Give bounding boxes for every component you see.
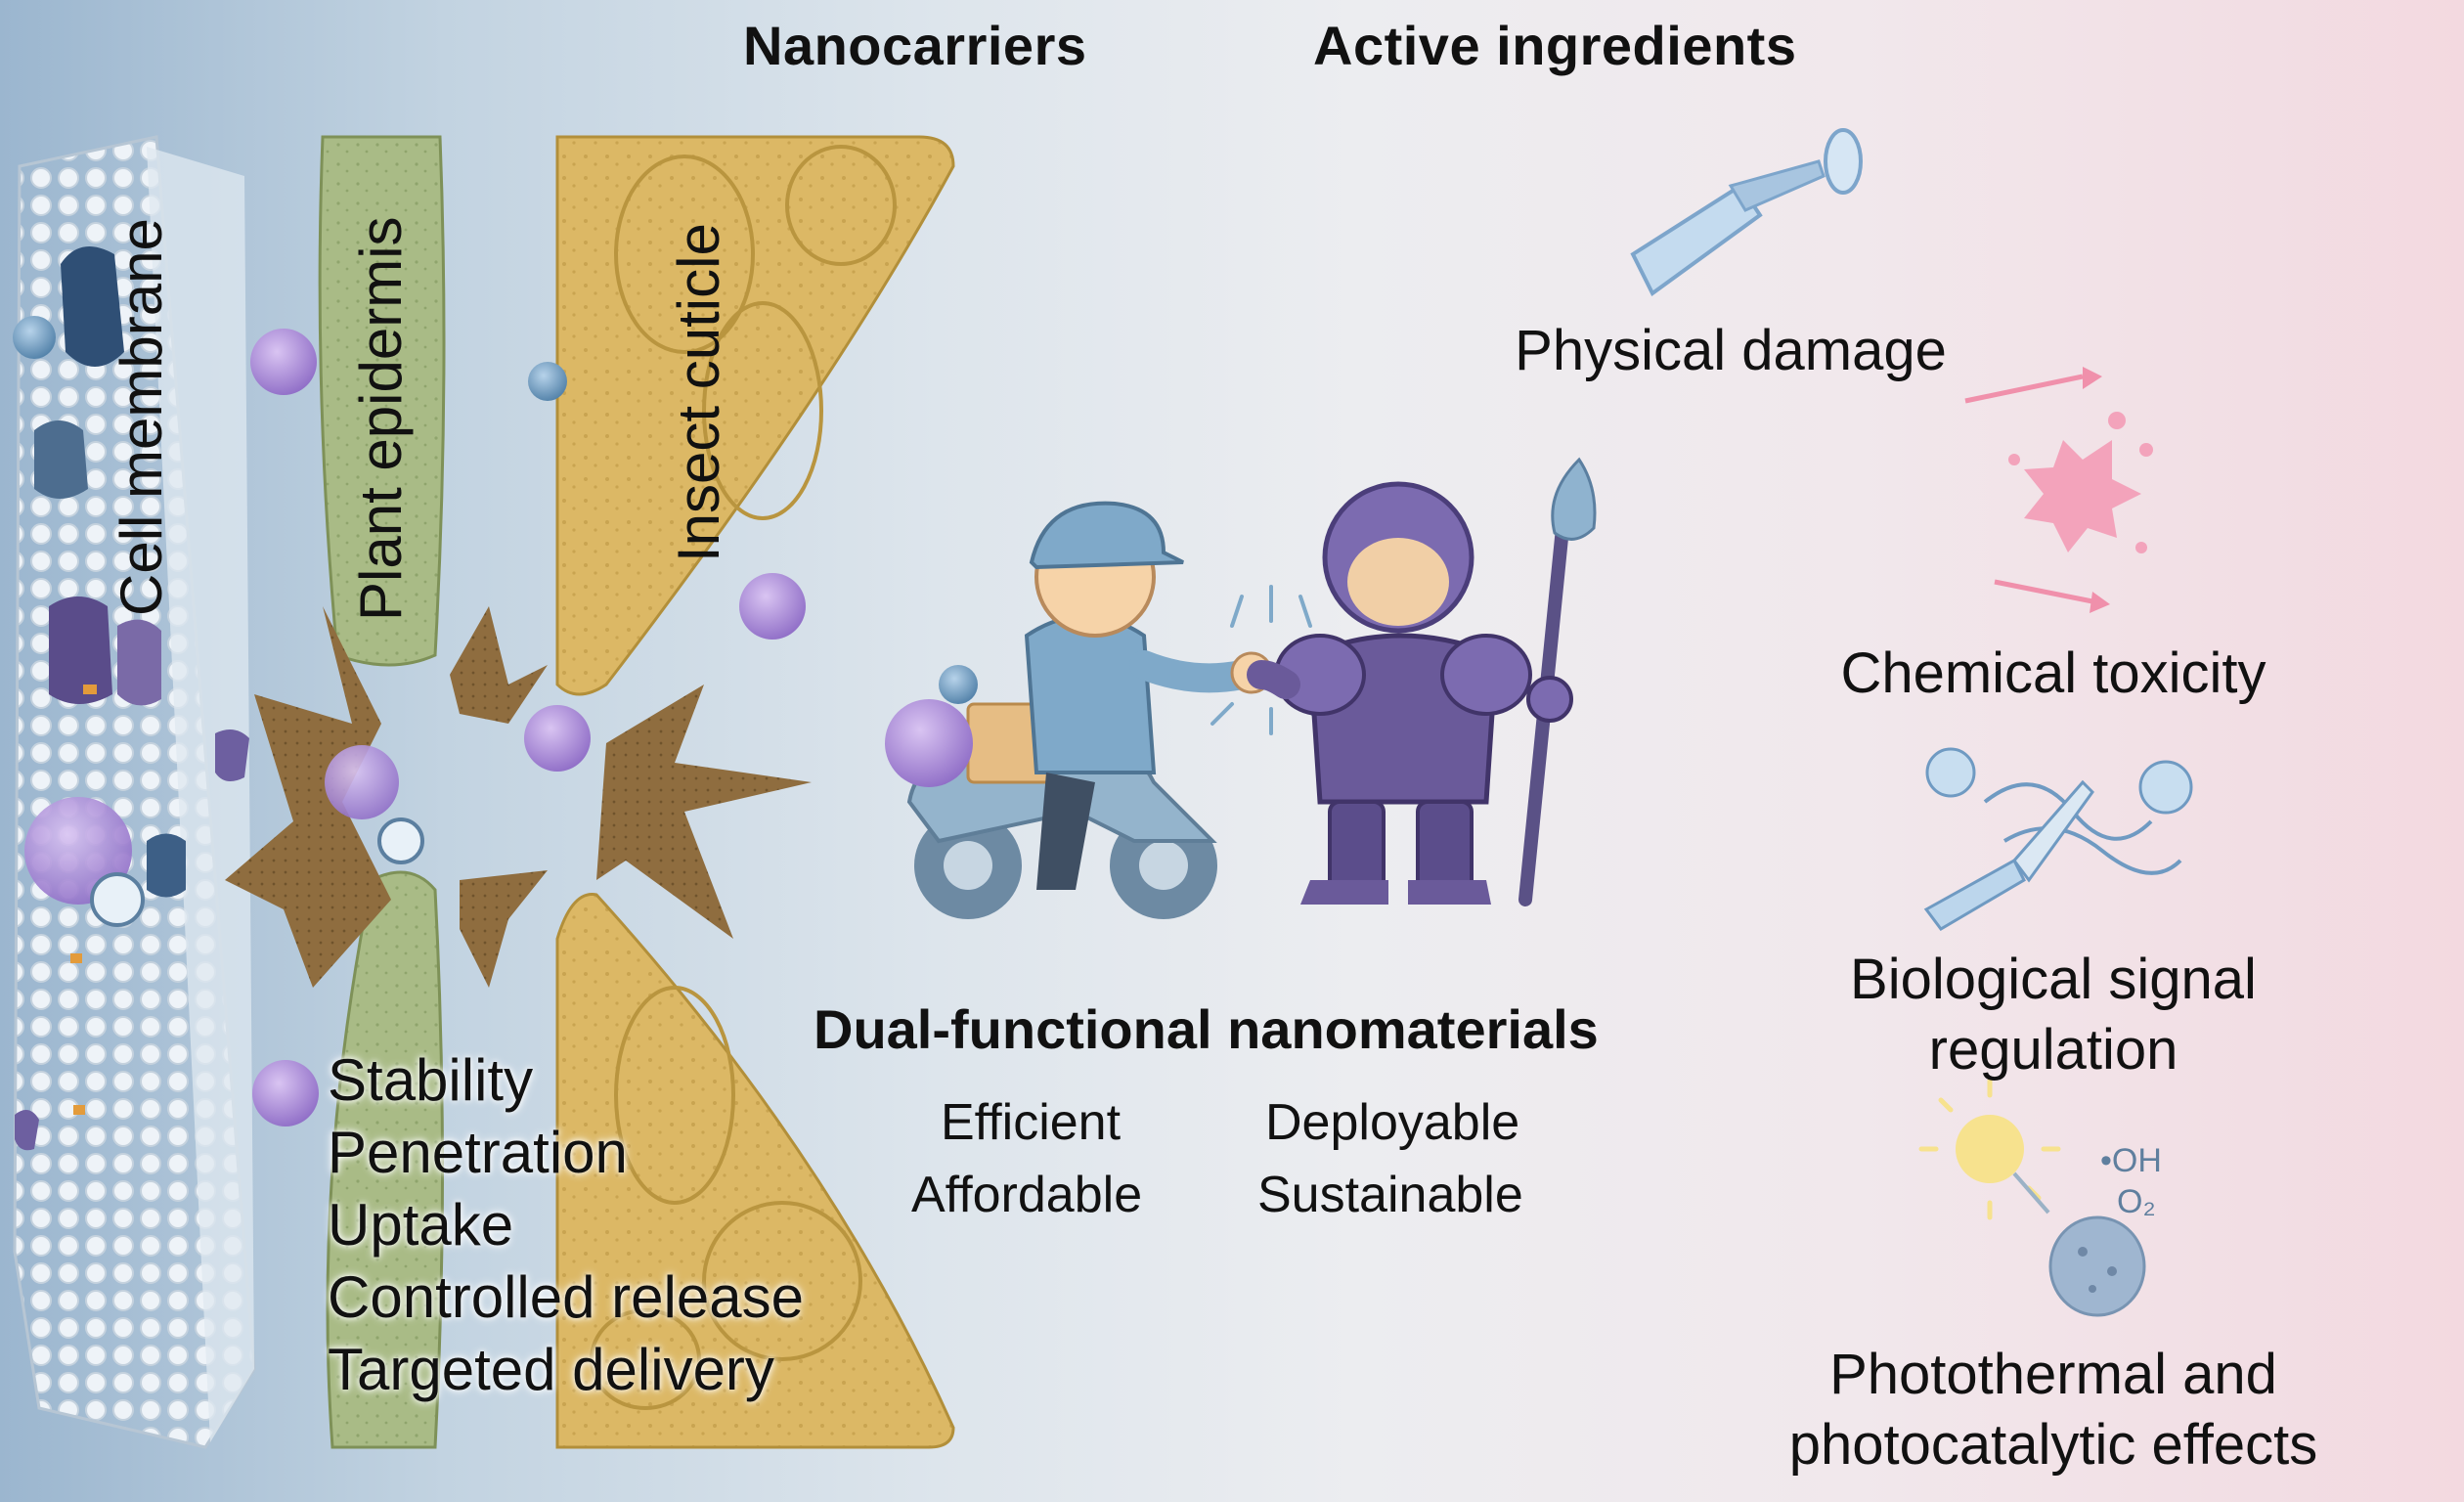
chemical-toxicity-label: Chemical toxicity	[1840, 641, 2266, 705]
photothermal-label-line1: Photothermal and	[1829, 1343, 2277, 1406]
ruptured-barrier-fragments	[225, 606, 812, 988]
property-controlled-release: Controlled release	[328, 1264, 804, 1330]
courier-character	[885, 501, 1273, 919]
insect-cuticle-upper	[555, 135, 955, 696]
knight-character	[1247, 457, 1597, 906]
plant-epidermis-upper	[318, 135, 446, 667]
physical-damage-icon	[1630, 128, 1863, 297]
nanoparticles	[250, 329, 806, 1126]
insect-cuticle-label: Insect cuticle	[666, 223, 731, 562]
plant-epidermis-label: Plant epidermis	[348, 216, 414, 621]
oh-radical-label: •OH	[2100, 1142, 2162, 1179]
plant-epidermis-lower	[326, 870, 444, 1449]
quality-affordable: Affordable	[911, 1167, 1143, 1223]
cell-membrane-illustration	[13, 135, 256, 1449]
biological-signal-label-line2: regulation	[1928, 1018, 2178, 1082]
property-uptake: Uptake	[328, 1192, 514, 1258]
photothermal-icon	[1918, 1078, 2146, 1317]
nanocarriers-header: Nanocarriers	[743, 15, 1087, 76]
quality-sustainable: Sustainable	[1257, 1167, 1523, 1223]
cell-membrane-label: Cell membrane	[109, 218, 174, 616]
active-ingredients-header: Active ingredients	[1313, 15, 1797, 76]
insect-cuticle-lower	[555, 893, 955, 1449]
biological-signal-icon	[1923, 747, 2193, 931]
quality-deployable: Deployable	[1265, 1094, 1520, 1151]
physical-damage-label: Physical damage	[1515, 319, 1947, 382]
quality-efficient: Efficient	[941, 1094, 1122, 1151]
biological-signal-label-line1: Biological signal	[1850, 948, 2257, 1011]
photothermal-label-line2: photocatalytic effects	[1788, 1413, 2318, 1477]
property-targeted-delivery: Targeted delivery	[328, 1337, 774, 1402]
dual-functional-title: Dual-functional nanomaterials	[814, 998, 1599, 1060]
o2-label: O₂	[2117, 1183, 2156, 1220]
property-penetration: Penetration	[328, 1120, 628, 1185]
chemical-toxicity-icon	[1964, 367, 2153, 613]
property-stability: Stability	[328, 1047, 534, 1113]
